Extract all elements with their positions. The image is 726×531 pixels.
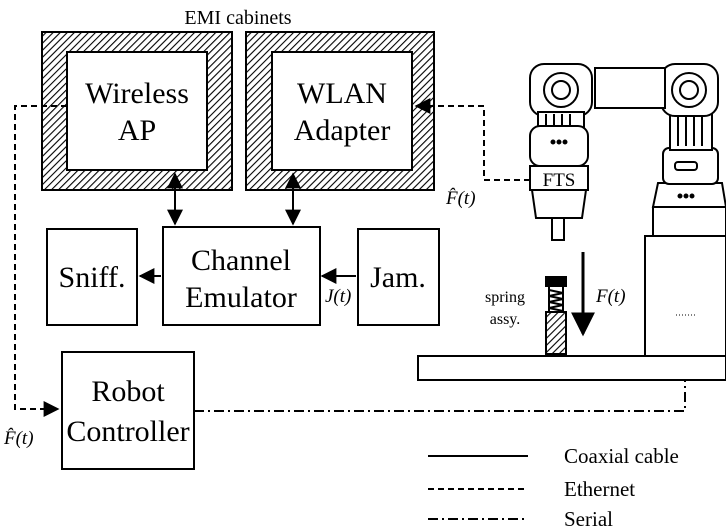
wlan-adapter-block: [271, 51, 413, 171]
wlan-adapter-label-2: Adapter: [294, 114, 391, 147]
emi-cabinets-title: EMI cabinets: [184, 7, 291, 29]
channel-emulator-label-1: Channel: [191, 244, 291, 277]
fts-force-label: F̂(t): [445, 188, 476, 209]
wireless-ap-label-1: Wireless: [85, 77, 189, 110]
applied-force-label: F(t): [595, 286, 626, 307]
jamming-signal-label: J(t): [325, 286, 351, 307]
legend: Coaxial cable Ethernet Serial: [428, 444, 679, 531]
ethernet-ap-to-controller: [14, 105, 67, 417]
channel-emulator-block: [162, 226, 321, 326]
legend-serial-label: Serial: [564, 507, 613, 531]
work-table: [417, 355, 726, 381]
coaxial-connections: [138, 172, 356, 284]
sniffer-block: [46, 228, 138, 326]
robot-controller-block: [61, 351, 195, 470]
jammer-block: [357, 228, 440, 326]
legend-coaxial-label: Coaxial cable: [564, 444, 679, 468]
sniffer-label: Sniff.: [59, 261, 126, 294]
ethernet-fts-to-adapter: [414, 98, 530, 181]
emi-cabinet-adapter: WLAN Adapter: [245, 31, 435, 191]
robot-arm-icon: [529, 63, 726, 359]
emi-cabinet-ap: Wireless AP: [41, 31, 233, 191]
controller-force-label: F̂(t): [3, 428, 34, 449]
wireless-ap-block: [66, 51, 208, 171]
fts-label: FTS: [543, 170, 576, 191]
spring-assembly-label-1: spring: [485, 289, 525, 306]
robot-controller-label-2: Controller: [66, 415, 189, 448]
wlan-adapter-label-1: WLAN: [297, 77, 387, 110]
robot-controller-label-1: Robot: [91, 375, 165, 408]
spring-assembly-icon: [545, 276, 567, 355]
spring-assembly-label-2: assy.: [490, 311, 521, 328]
jammer-label: Jam.: [370, 261, 426, 294]
wireless-ap-label-2: AP: [118, 114, 156, 147]
channel-emulator-label-2: Emulator: [185, 281, 297, 314]
legend-ethernet-label: Ethernet: [564, 477, 635, 501]
